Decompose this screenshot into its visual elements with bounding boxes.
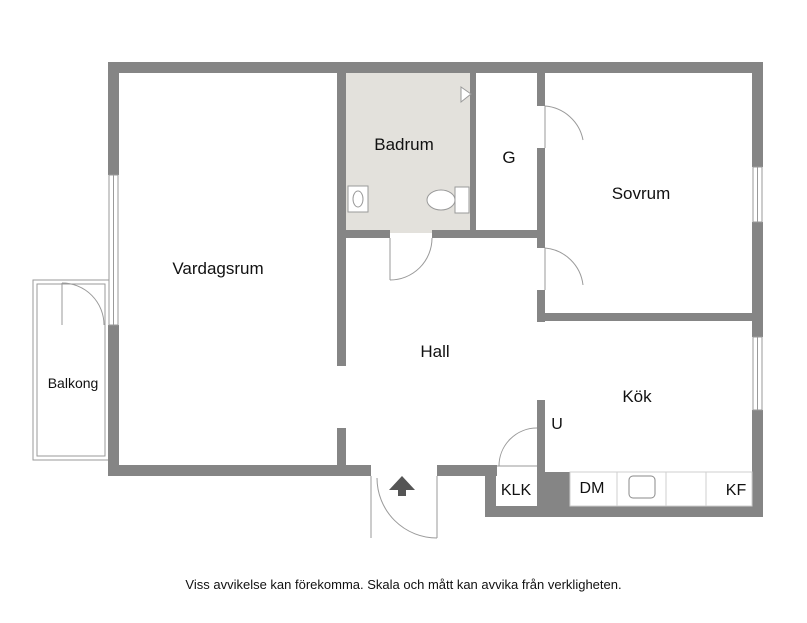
sink-icon [628, 475, 656, 499]
room-label-badrum: Badrum [374, 135, 434, 154]
entrance-arrow-icon [389, 476, 415, 496]
walls [108, 62, 763, 517]
room-label-hall: Hall [420, 342, 449, 361]
toilet-icon [426, 189, 456, 211]
room-label-vardagsrum: Vardagsrum [172, 259, 263, 278]
floor-plan: Vardagsrum Badrum G Sovrum Hall Kök Balk… [32, 62, 763, 539]
disclaimer-text: Viss avvikelse kan förekomma. Skala och … [185, 577, 622, 592]
room-label-g: G [502, 148, 515, 167]
room-label-sovrum: Sovrum [612, 184, 671, 203]
kitchen-counter [569, 471, 753, 507]
room-label-dm: DM [580, 480, 605, 497]
room-label-u: U [551, 416, 563, 433]
sink-icon [347, 185, 369, 213]
room-label-balkong: Balkong [48, 375, 99, 391]
room-label-kok: Kök [622, 387, 652, 406]
bathroom-fixtures [347, 86, 472, 214]
room-label-klk: KLK [501, 482, 532, 499]
room-label-kf: KF [726, 482, 747, 499]
balcony [32, 279, 110, 461]
windows [108, 166, 763, 411]
door-swings [61, 105, 584, 539]
shower-corner-icon [460, 86, 472, 104]
